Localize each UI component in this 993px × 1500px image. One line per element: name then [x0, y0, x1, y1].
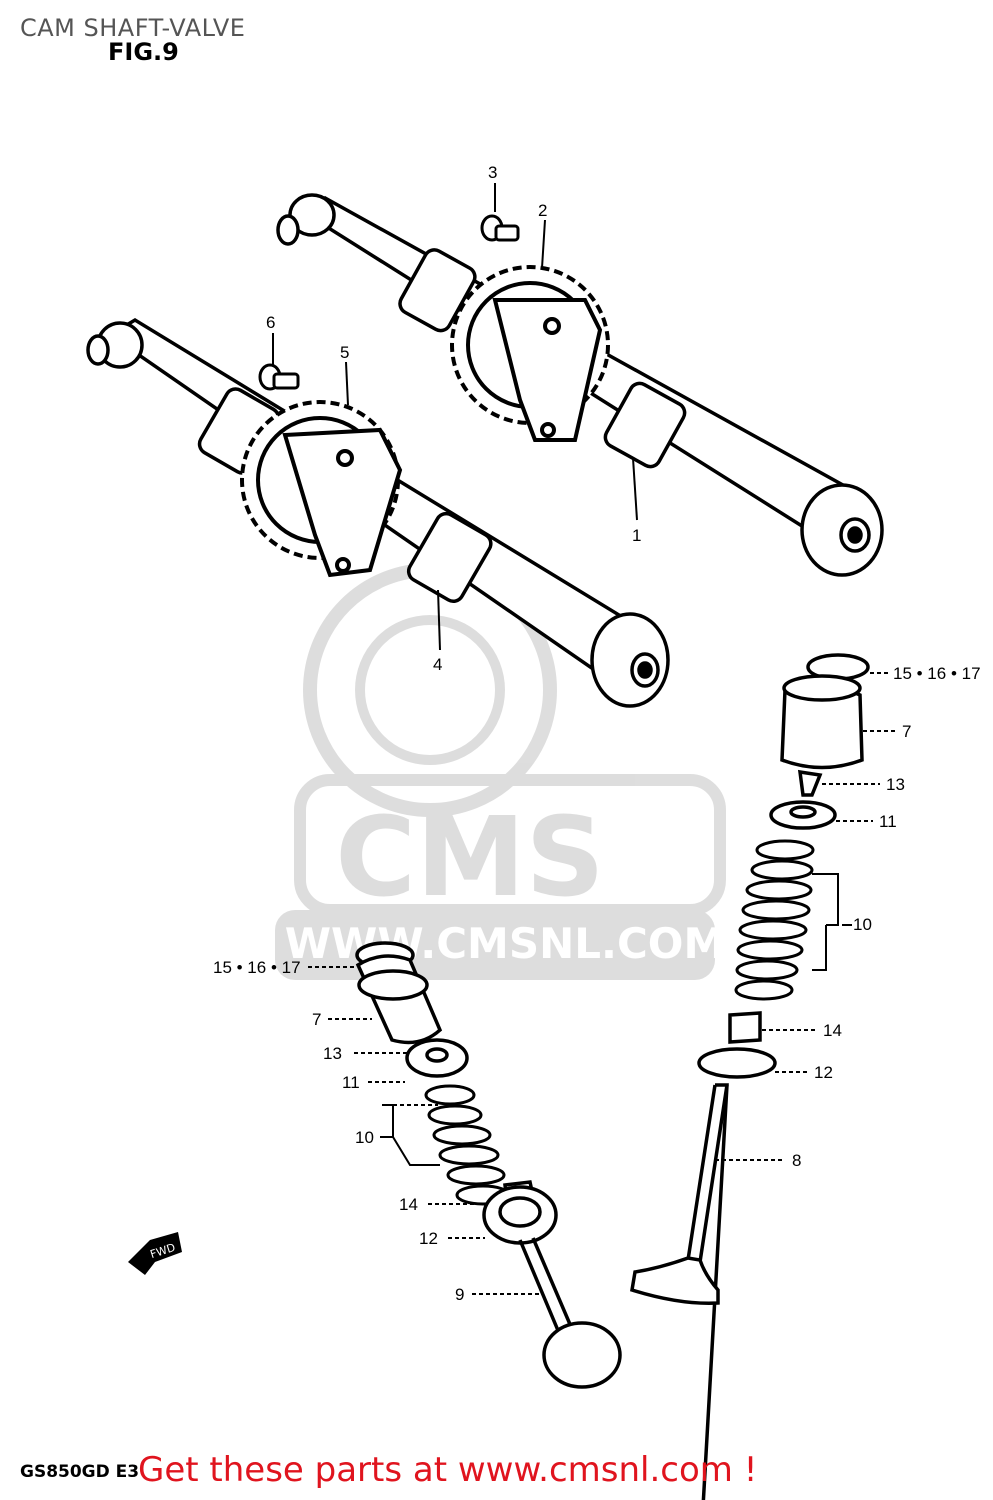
- right-valve-assembly: [630, 653, 870, 1500]
- callout-10-left: 10: [355, 1128, 374, 1147]
- callout-1: 1: [632, 526, 641, 545]
- spring-seat-right: [697, 1047, 777, 1079]
- promo-link[interactable]: Get these parts at www.cmsnl.com !: [138, 1450, 758, 1490]
- callout-3: 3: [488, 163, 497, 182]
- callout-14-left: 14: [399, 1195, 418, 1214]
- callout-8: 8: [792, 1151, 801, 1170]
- callout-7-right: 7: [902, 722, 911, 741]
- watermark-url: WWW.CMSNL.COM: [285, 919, 726, 968]
- left-valve-assembly: [355, 941, 622, 1389]
- spring-left: [424, 1084, 511, 1206]
- callout-13-right: 13: [886, 775, 905, 794]
- callout-15-16-17-left: 15 • 16 • 17: [213, 958, 301, 977]
- callout-10-right: 10: [853, 915, 872, 934]
- callout-7-left: 7: [312, 1010, 321, 1029]
- figure-label: FIG.9: [108, 38, 179, 66]
- valve-head-8: [630, 1256, 720, 1305]
- callout-6: 6: [266, 313, 275, 332]
- spring-right: [734, 839, 815, 1001]
- bolt-3: [480, 214, 520, 242]
- callout-14-right: 14: [823, 1021, 842, 1040]
- leader-lines: [272, 183, 898, 1295]
- fwd-arrow: FWD: [128, 1232, 182, 1275]
- model-code: GS850GD E3: [20, 1462, 140, 1482]
- callout-11-right: 11: [879, 812, 897, 831]
- sprocket-5: [240, 400, 403, 578]
- sprocket-2: [450, 265, 610, 442]
- callout-13-left: 13: [323, 1044, 342, 1063]
- callout-4: 4: [433, 655, 442, 674]
- callout-11-left: 11: [342, 1073, 360, 1092]
- watermark-brand: CMS: [335, 793, 604, 921]
- callout-2: 2: [538, 201, 547, 220]
- valve-head-9: [542, 1321, 622, 1389]
- bolt-6: [258, 363, 300, 391]
- callout-labels: 1 2 3 4 5 6 7 13 11 10 14 12 8 15 • 16 •…: [213, 163, 981, 1304]
- callout-12-right: 12: [814, 1063, 833, 1082]
- callout-12-left: 12: [419, 1229, 438, 1248]
- page-title: CAM SHAFT-VALVE: [20, 14, 246, 42]
- callout-15-16-17-right: 15 • 16 • 17: [893, 664, 981, 683]
- seal-right: [728, 1011, 762, 1044]
- cotter-right: [797, 769, 823, 797]
- callout-9: 9: [455, 1285, 464, 1304]
- callout-5: 5: [340, 343, 349, 362]
